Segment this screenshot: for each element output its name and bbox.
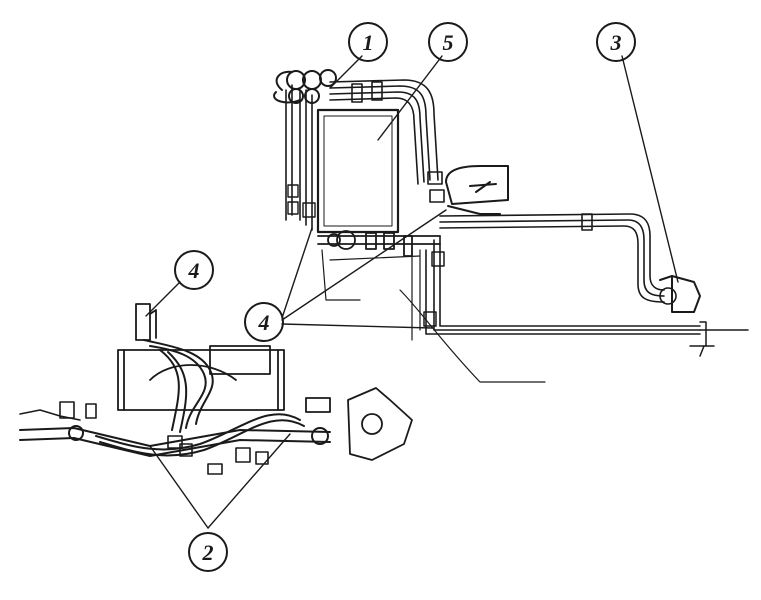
leader-2-1 xyxy=(149,445,209,529)
axle-fittings xyxy=(167,435,269,475)
callout-2: 2 xyxy=(188,532,228,572)
callout-4-mid: 4 xyxy=(244,302,284,342)
callout-4-top: 4 xyxy=(174,250,214,290)
arch-fittings xyxy=(351,81,445,203)
reservoir-inner xyxy=(323,115,393,227)
leader-4b-1 xyxy=(281,227,313,319)
callout-5-label: 5 xyxy=(443,30,454,55)
callout-1-label: 1 xyxy=(363,30,374,55)
left-vertical-pipes xyxy=(285,84,313,231)
leader-4b-2 xyxy=(281,209,447,321)
leader-4a xyxy=(145,281,181,317)
right-hub xyxy=(305,387,413,461)
lower-assembly xyxy=(19,303,413,475)
callout-4-mid-label: 4 xyxy=(258,310,270,335)
leader-4b-3 xyxy=(281,323,433,329)
leader-5 xyxy=(377,55,443,141)
leader-3 xyxy=(621,55,679,283)
leader-2-2 xyxy=(207,433,291,529)
left-hub xyxy=(19,401,97,421)
right-long-pipes xyxy=(439,213,665,303)
callout-2-label: 2 xyxy=(202,540,214,565)
lower-pipe-fittings xyxy=(423,251,749,357)
callout-4-top-label: 4 xyxy=(188,258,200,283)
top-arch-pipes xyxy=(329,79,439,185)
upper-assembly xyxy=(273,69,749,383)
reservoir-tank xyxy=(316,108,400,234)
right-filter-housing xyxy=(445,165,509,215)
tie-rod-hoses xyxy=(95,413,305,457)
callout-3: 3 xyxy=(596,22,636,62)
leader-1 xyxy=(329,55,363,89)
axle-housing xyxy=(117,345,285,411)
callout-1: 1 xyxy=(348,22,388,62)
axle-hoses xyxy=(143,339,214,433)
valve-block xyxy=(273,69,337,104)
brake-chamber xyxy=(659,275,701,313)
right-pipe-fittings xyxy=(581,213,677,305)
lower-manifold xyxy=(317,230,441,257)
leader-lines xyxy=(145,55,679,529)
callout-3-label: 3 xyxy=(610,30,622,55)
callout-5: 5 xyxy=(428,22,468,62)
left-pipe-clamps xyxy=(287,184,316,218)
lower-long-pipes xyxy=(425,235,701,335)
